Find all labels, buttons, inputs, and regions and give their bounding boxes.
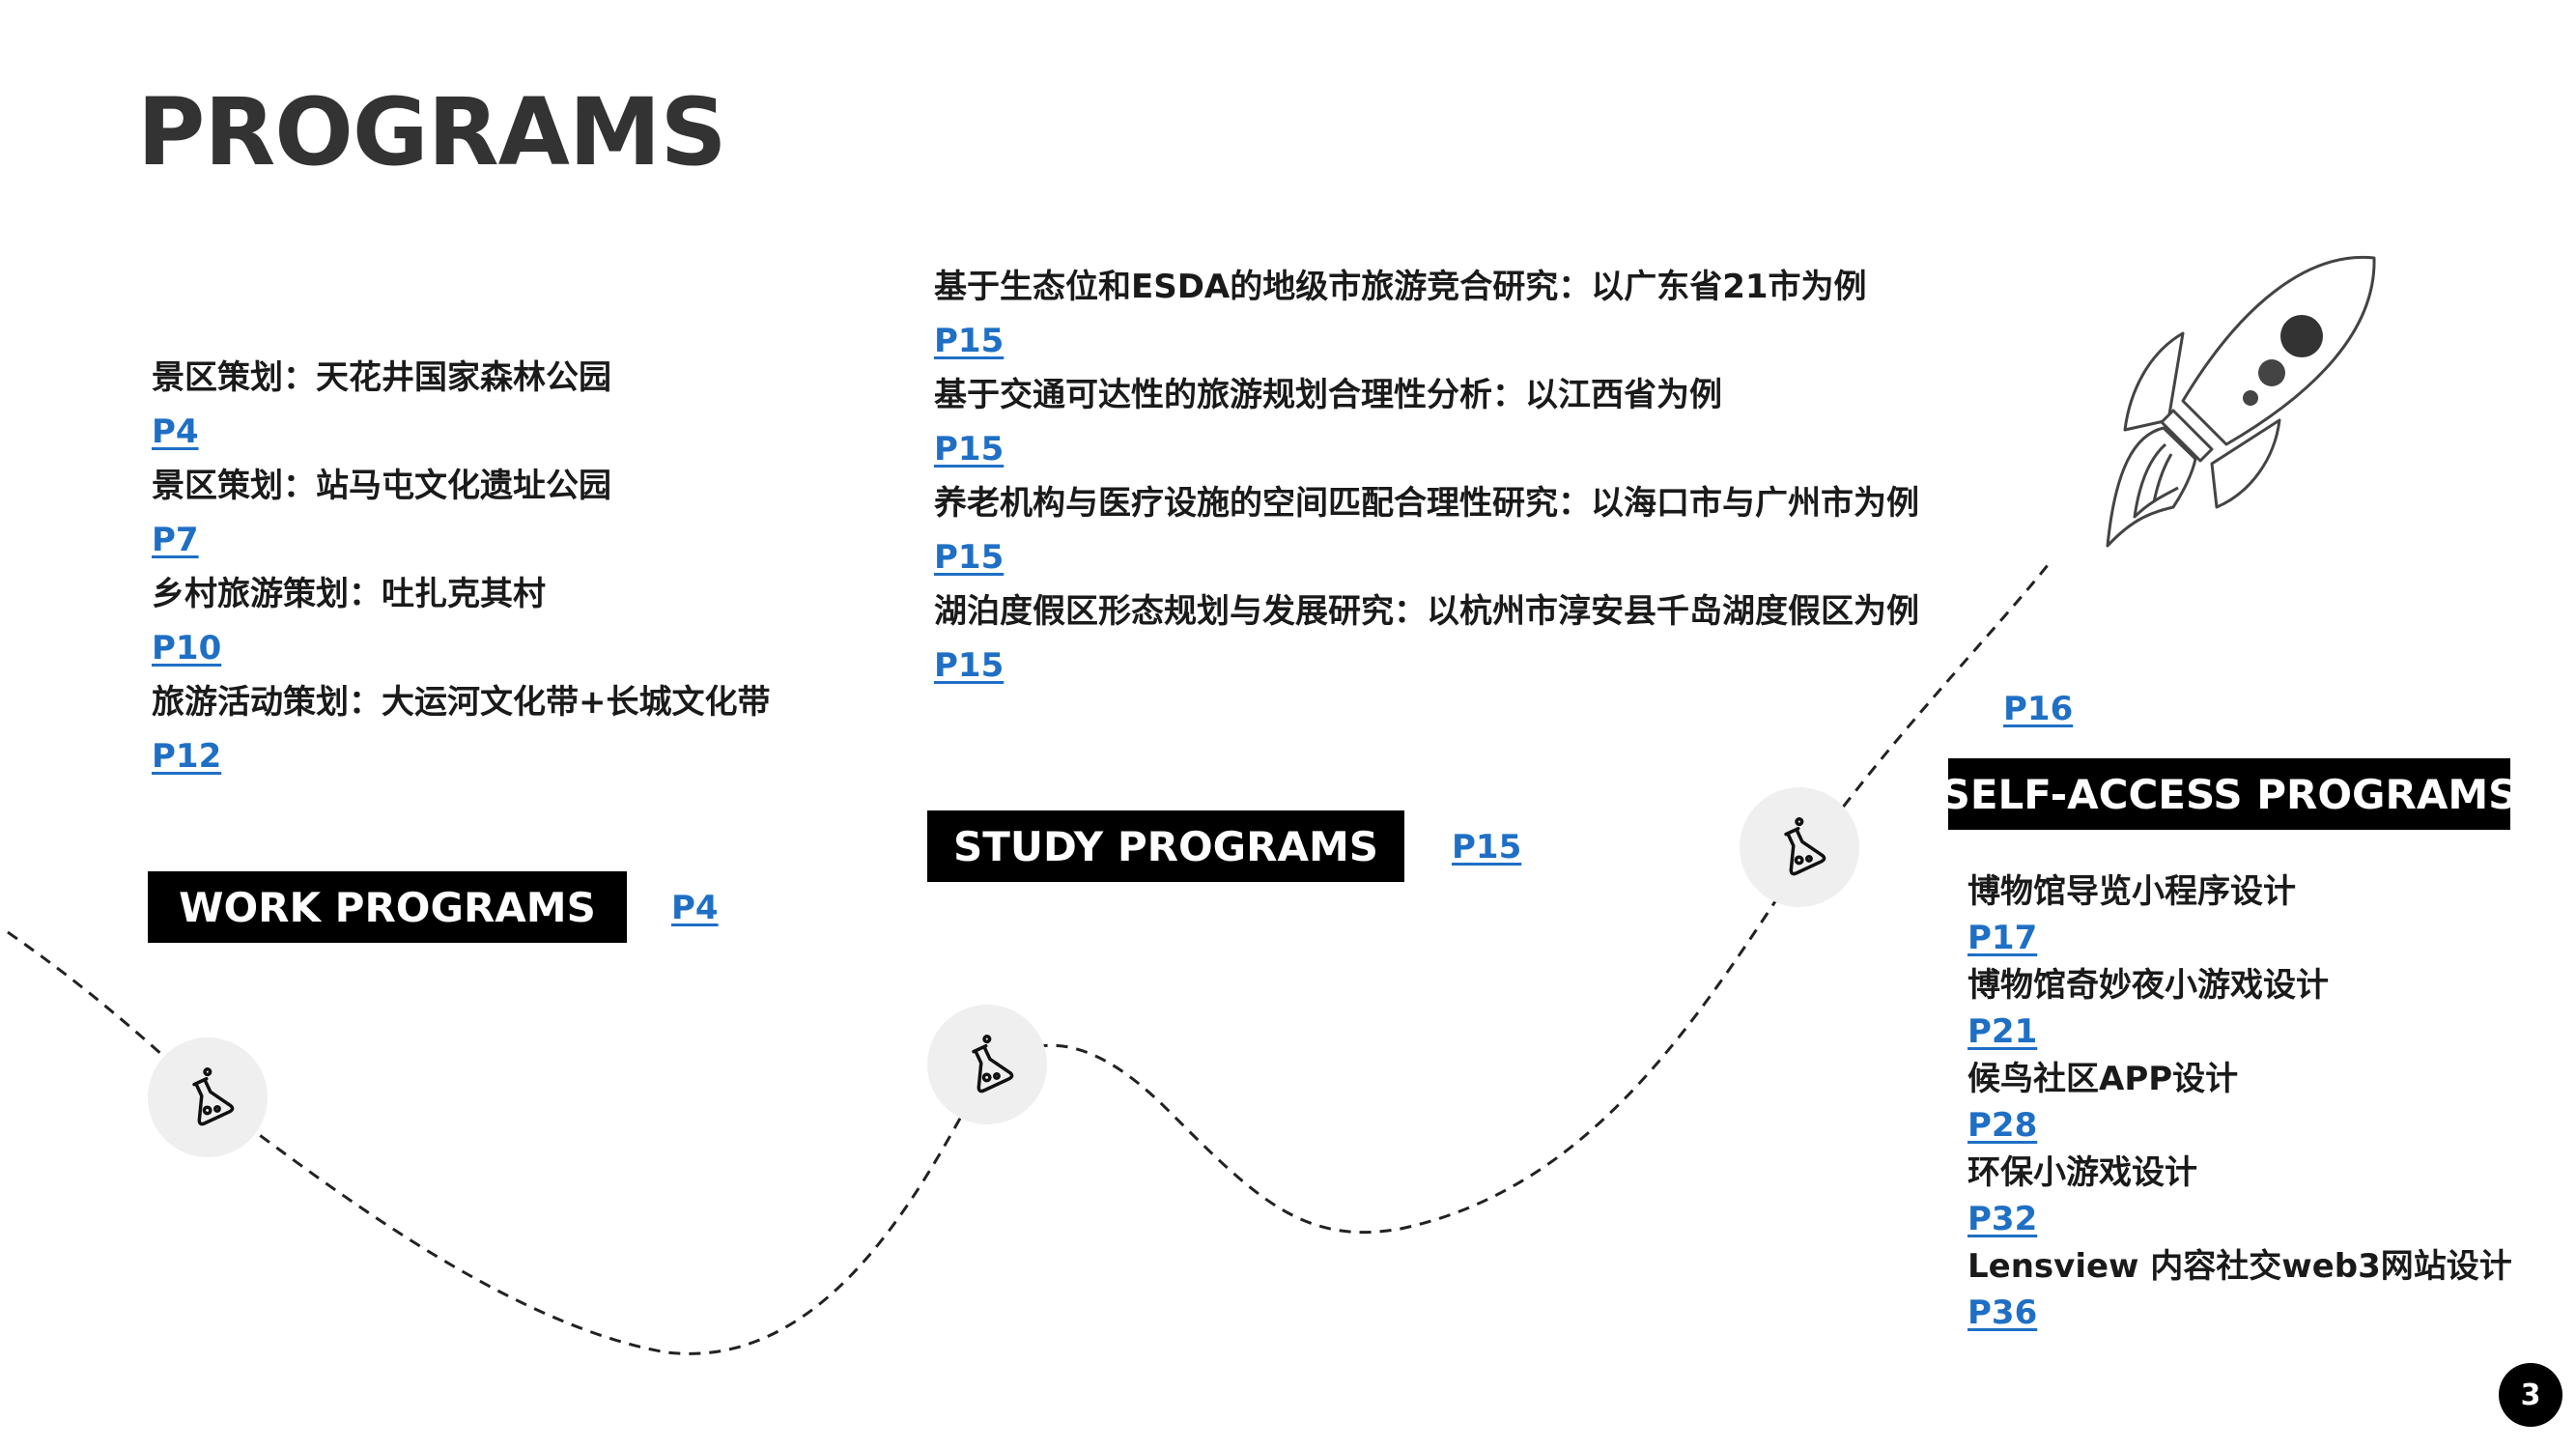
page-number-badge: 3	[2499, 1363, 2562, 1427]
work-programs-list: 景区策划：天花井国家森林公园 P4 景区策划：站马屯文化遗址公园 P7 乡村旅游…	[152, 351, 771, 783]
list-item: 景区策划：站马屯文化遗址公园	[152, 467, 611, 505]
list-item: 乡村旅游策划：吐扎克其村	[152, 575, 546, 613]
self-access-programs-list: 博物馆导览小程序设计 P17 博物馆奇妙夜小游戏设计 P21 候鸟社区APP设计…	[1967, 868, 2512, 1337]
list-item: 候鸟社区APP设计	[1967, 1060, 2239, 1098]
list-item: 湖泊度假区形态规划与发展研究：以杭州市淳安县千岛湖度假区为例	[934, 592, 1919, 631]
work-programs-label: WORK PROGRAMS	[148, 871, 627, 943]
milestone-badge	[148, 1037, 268, 1157]
list-item: 旅游活动策划：大运河文化带+长城文化带	[152, 683, 771, 722]
list-item: 景区策划：天花井国家森林公园	[152, 358, 611, 397]
self-access-programs-ref-link[interactable]: P16	[2003, 690, 2074, 728]
page-link[interactable]: P21	[1967, 1012, 2038, 1051]
study-programs-label: STUDY PROGRAMS	[927, 810, 1404, 882]
page-title: PROGRAMS	[137, 78, 727, 186]
flask-icon	[192, 1067, 235, 1126]
page-link[interactable]: P36	[1967, 1293, 2038, 1332]
page-link[interactable]: P15	[934, 646, 1005, 685]
milestone-badge	[927, 1005, 1047, 1124]
list-item: 博物馆奇妙夜小游戏设计	[1967, 966, 2329, 1005]
list-item: 养老机构与医疗设施的空间匹配合理性研究：以海口市与广州市为例	[934, 484, 1919, 523]
page-link[interactable]: P10	[152, 629, 222, 668]
study-programs-ref-link[interactable]: P15	[1452, 828, 1522, 867]
list-item: 基于生态位和ESDA的地级市旅游竞合研究：以广东省21市为例	[934, 268, 1867, 306]
list-item: 基于交通可达性的旅游规划合理性分析：以江西省为例	[934, 376, 1722, 414]
page-link[interactable]: P15	[934, 322, 1005, 360]
list-item: 博物馆导览小程序设计	[1967, 872, 2296, 911]
milestone-badge	[1740, 787, 1859, 907]
work-programs-ref-link[interactable]: P4	[671, 889, 719, 927]
page-link[interactable]: P4	[152, 412, 199, 451]
page-link[interactable]: P15	[934, 430, 1005, 469]
page-link[interactable]: P15	[934, 538, 1005, 577]
rocket-icon	[2106, 255, 2376, 548]
study-programs-list: 基于生态位和ESDA的地级市旅游竞合研究：以广东省21市为例 P15 基于交通可…	[934, 260, 1919, 693]
list-item: Lensview 内容社交web3网站设计	[1967, 1247, 2512, 1286]
self-access-programs-label: SELF-ACCESS PROGRAMS	[1941, 758, 2517, 830]
flask-icon	[972, 1035, 1014, 1094]
page-link[interactable]: P17	[1967, 919, 2038, 957]
page-link[interactable]: P32	[1967, 1200, 2038, 1238]
page-link[interactable]: P28	[1967, 1106, 2038, 1145]
list-item: 环保小游戏设计	[1967, 1153, 2197, 1192]
flask-icon	[1784, 817, 1826, 876]
page-link[interactable]: P12	[152, 737, 222, 776]
page-link[interactable]: P7	[152, 521, 199, 559]
